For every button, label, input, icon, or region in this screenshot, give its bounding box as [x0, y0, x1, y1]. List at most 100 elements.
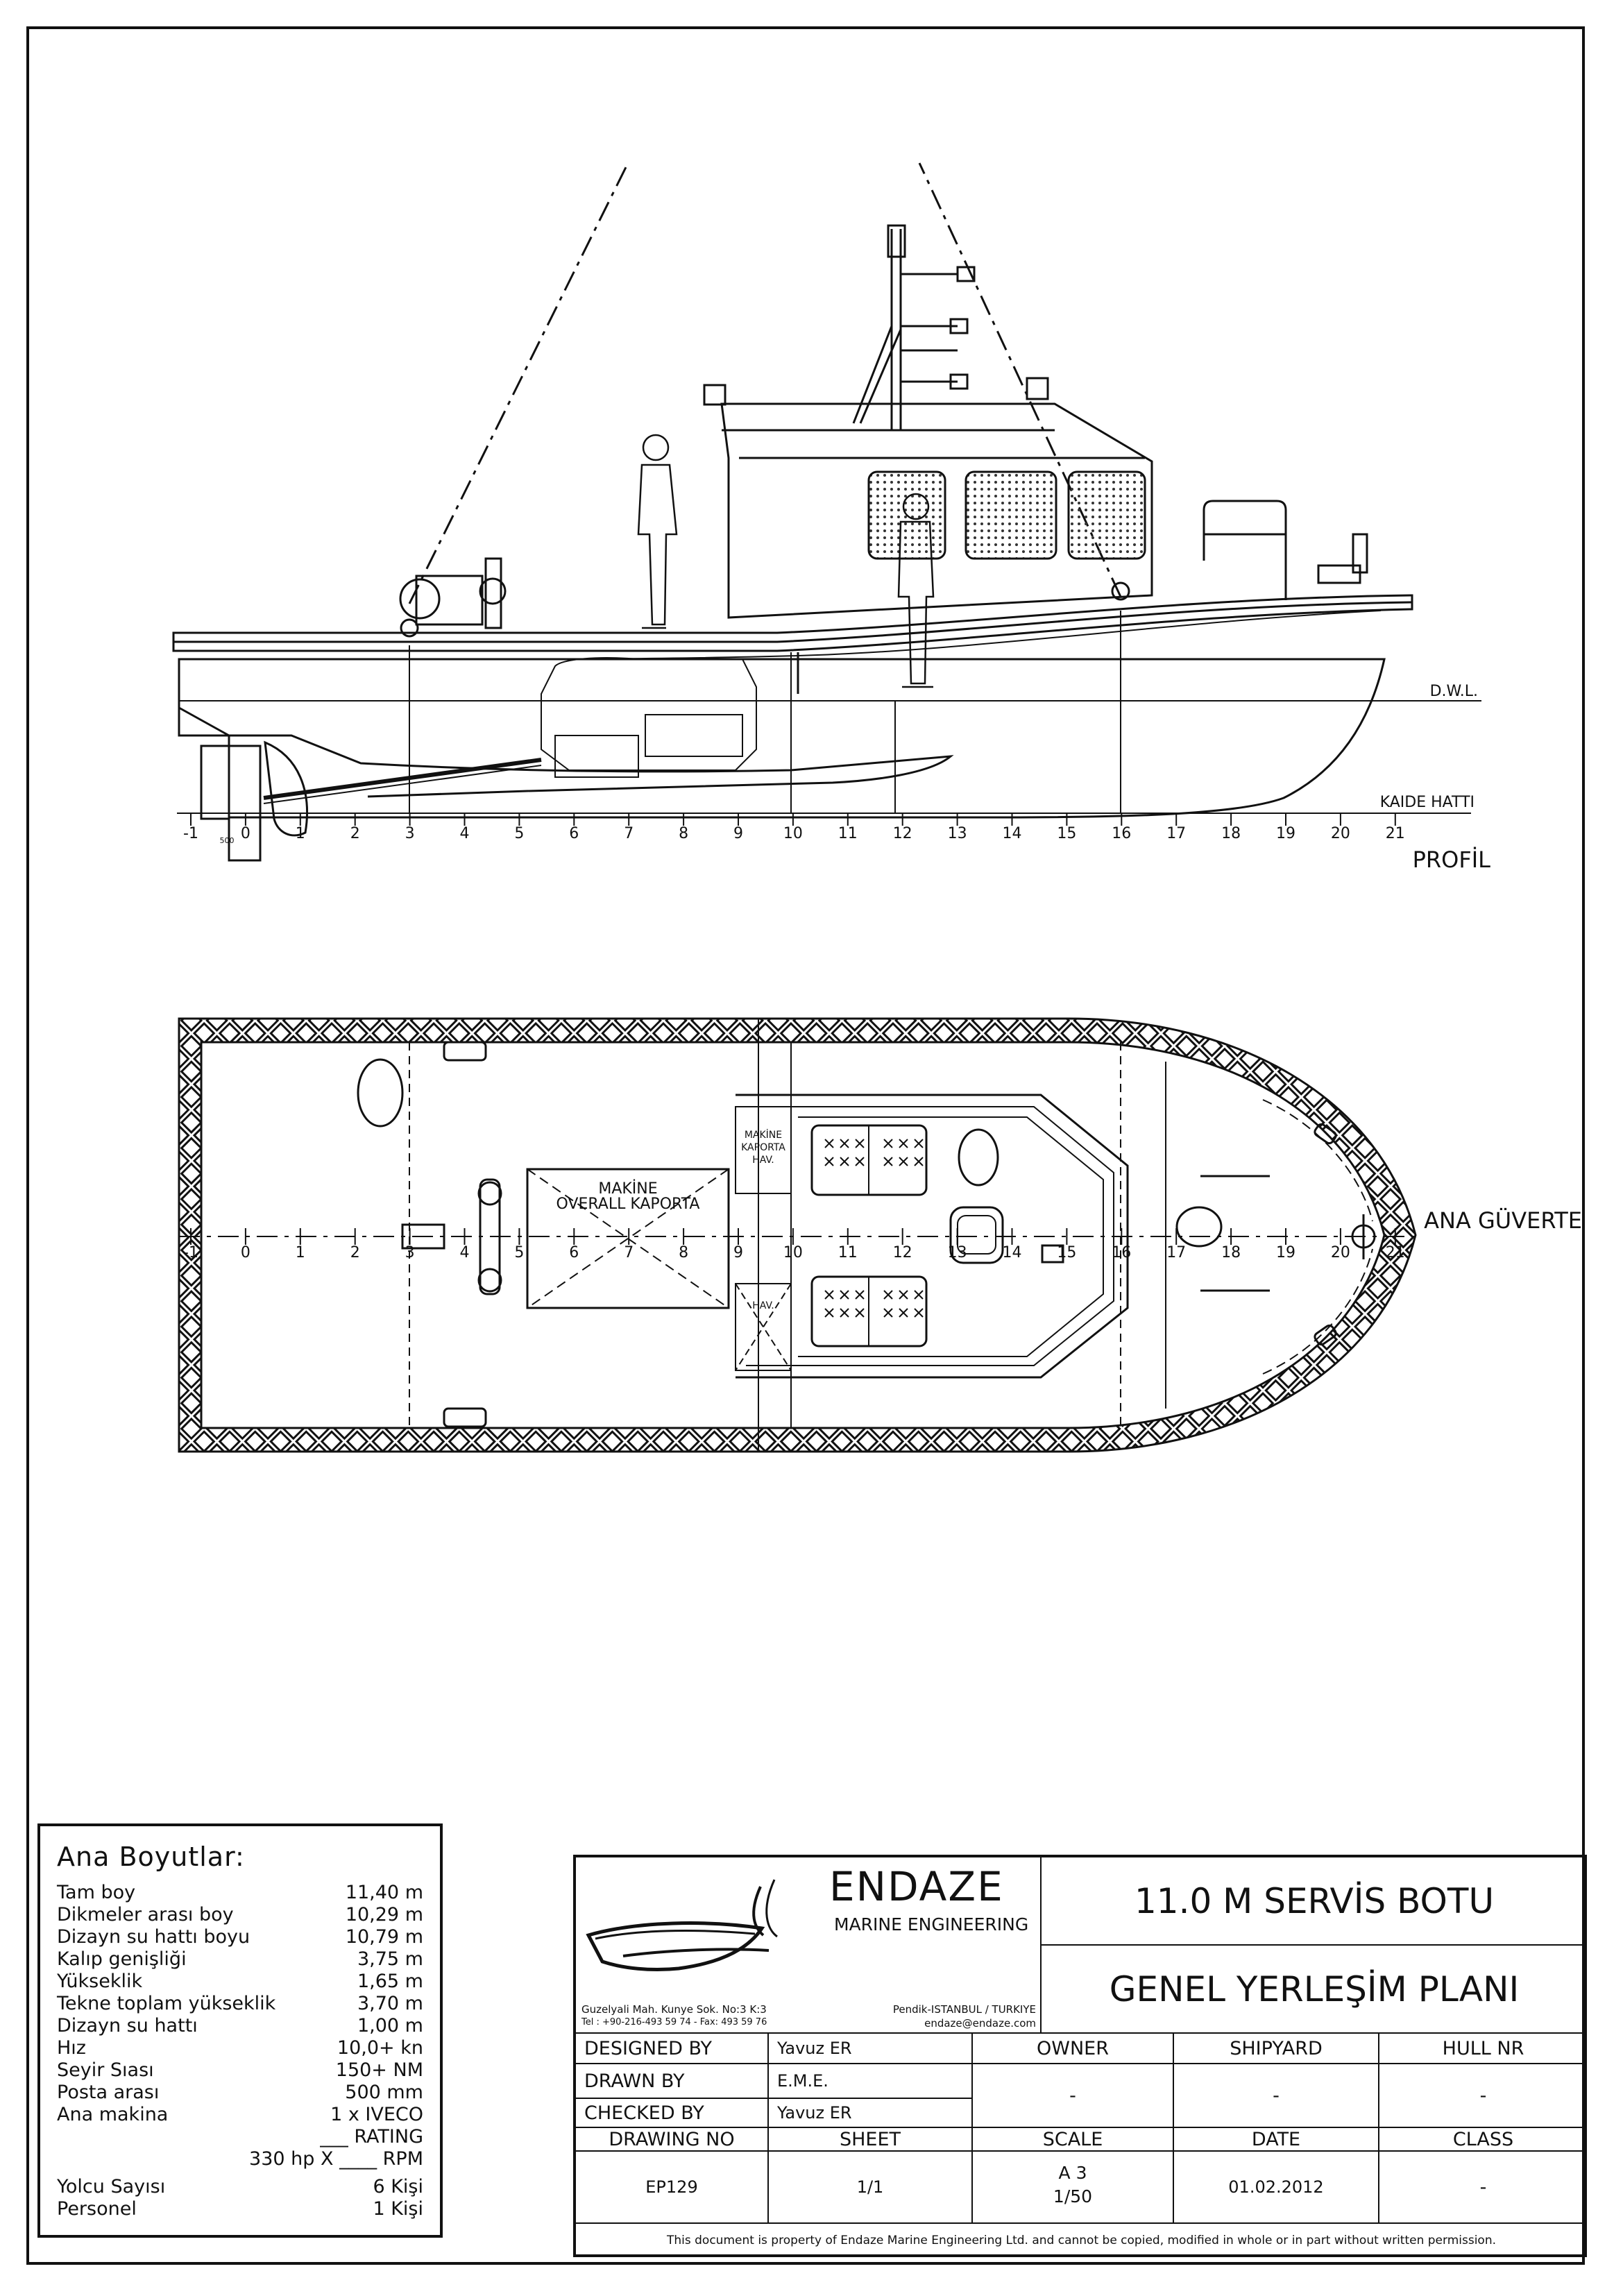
frame-number: 4 — [460, 825, 470, 842]
light-icon — [956, 266, 976, 282]
shipyard-label: SHIPYARD — [1174, 2034, 1379, 2064]
dimension-value: 10,79 m — [345, 1926, 423, 1948]
frame-number: 20 — [1331, 825, 1350, 842]
gunwale — [172, 594, 1413, 652]
frame-number: 18 — [1221, 825, 1241, 842]
owner-label: OWNER — [973, 2034, 1174, 2064]
light-icon — [949, 373, 969, 390]
person-wheelhouse — [897, 493, 935, 688]
frame-number: 10 — [783, 825, 803, 842]
aft-hatch — [357, 1058, 404, 1128]
dimension-label: Seyir Sıası — [57, 2059, 154, 2081]
checked-by: Yavuz ER — [769, 2099, 973, 2128]
plan-title: ANA GÜVERTE — [1424, 1207, 1582, 1234]
deck-bollard — [479, 1178, 501, 1295]
frame-number: 11 — [838, 1244, 858, 1261]
dimension-label: Yükseklik — [57, 1971, 143, 1992]
plan-view — [178, 1017, 1419, 1453]
dimension-value: 3,75 m — [357, 1948, 423, 1970]
light-icon — [949, 318, 969, 334]
frame-number: 8 — [679, 1244, 688, 1261]
frame-number: 19 — [1276, 825, 1295, 842]
profile-title: PROFİL — [1413, 847, 1491, 873]
dimension-label: Yolcu Sayısı — [57, 2176, 166, 2197]
drawn-by-label: DRAWN BY — [576, 2064, 769, 2099]
window-3 — [1067, 470, 1146, 560]
frame-number: 1 — [296, 1244, 305, 1261]
dimension-value: 1,65 m — [357, 1971, 423, 1992]
frame-number: 21 — [1386, 1244, 1405, 1261]
dimension-value: 500 mm — [345, 2082, 423, 2103]
plan-winch — [401, 1223, 445, 1250]
dimension-label: Tam boy — [57, 1882, 136, 1903]
designed-by: Yavuz ER — [769, 2034, 973, 2064]
frame-number: -1 — [183, 825, 198, 842]
frame-number: 7 — [624, 1244, 634, 1261]
dimension-value: 10,0+ kn — [337, 2037, 423, 2059]
frame-number: 9 — [733, 825, 743, 842]
designed-by-label: DESIGNED BY — [576, 2034, 769, 2064]
vent-hatch — [735, 1283, 792, 1371]
frame-number: 5 — [514, 825, 524, 842]
small-hatch-label: MAKİNE — [745, 1128, 782, 1141]
dimension-label: Tekne toplam yükseklik — [57, 1993, 276, 2014]
dimension-label: Posta arası — [57, 2082, 160, 2103]
frame-number: 15 — [1057, 825, 1076, 842]
frame-number: 21 — [1386, 825, 1405, 842]
scale-label: SCALE — [973, 2128, 1174, 2152]
bow-railing — [1203, 500, 1287, 600]
hull-profile — [178, 658, 1386, 819]
helm-seat — [949, 1206, 1004, 1264]
dimension-value: 10,29 m — [345, 1904, 423, 1925]
frame-number: 0 — [241, 1244, 250, 1261]
frame-number: 20 — [1331, 1244, 1350, 1261]
frame-number: 6 — [569, 1244, 579, 1261]
frame-number: 2 — [350, 825, 360, 842]
scale-paper: A 3 — [1058, 2163, 1087, 2183]
hull-nr: - — [1379, 2064, 1587, 2128]
dimension-value: 1,00 m — [357, 2015, 423, 2036]
checked-by-label: CHECKED BY — [576, 2099, 769, 2128]
frame-number: 18 — [1221, 1244, 1241, 1261]
engine-hatch — [526, 1168, 730, 1309]
sheet-label: SHEET — [769, 2128, 973, 2152]
frame-number: 16 — [1112, 825, 1131, 842]
drawing-border — [26, 26, 1585, 2265]
company-email: endaze@endaze.com — [924, 2017, 1036, 2030]
scale-cell: A 3 1/50 — [973, 2152, 1174, 2224]
dimension-label: Dizayn su hattı boyu — [57, 1926, 250, 1948]
vent-label: HAV. — [752, 1300, 774, 1311]
engine-rating-line2: 330 hp X ____ RPM — [249, 2148, 423, 2170]
frame-number: 1 — [296, 825, 305, 842]
frame-number: 13 — [948, 825, 967, 842]
baseline-label: KAIDE HATTI — [1380, 794, 1475, 811]
class-label: CLASS — [1379, 2128, 1587, 2152]
date: 01.02.2012 — [1174, 2152, 1379, 2224]
frame-number: 15 — [1057, 1244, 1076, 1261]
frame-number: 4 — [460, 1244, 470, 1261]
copyright-notice: This document is property of Endaze Mari… — [667, 2234, 1496, 2247]
winch — [399, 578, 441, 620]
dimension-value: 1 x IVECO — [330, 2104, 423, 2125]
company-name: ENDAZE — [829, 1863, 1004, 1910]
bow-hatch — [1175, 1206, 1223, 1248]
frame-number: 6 — [569, 825, 579, 842]
company-phone: Tel : +90-216-493 59 74 - Fax: 493 59 76 — [581, 2017, 767, 2027]
propeller — [264, 740, 308, 837]
scale-ratio: 1/50 — [1053, 2186, 1093, 2206]
small-hatch-label: HAV. — [752, 1155, 774, 1166]
engine-hatch-label: MAKİNE — [598, 1180, 657, 1198]
engine — [541, 657, 757, 771]
frame-number: 14 — [1003, 825, 1022, 842]
